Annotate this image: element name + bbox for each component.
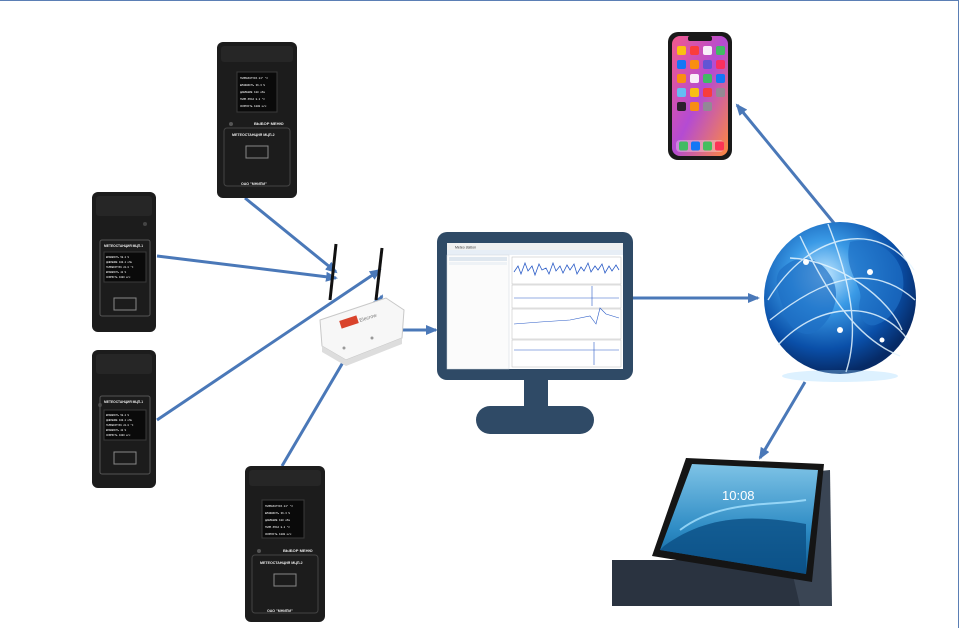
internet-globe-icon [764, 222, 916, 382]
svg-text:МЕТЕОСТАНЦИЯ МЦП-1: МЕТЕОСТАНЦИЯ МЦП-1 [104, 400, 143, 404]
svg-text:Elecrow: Elecrow [359, 313, 378, 324]
svg-text:СКОРОСТЬ 1000 м/с: СКОРОСТЬ 1000 м/с [265, 532, 292, 536]
svg-text:ВЛАЖНОСТЬ 36.3 %: ВЛАЖНОСТЬ 36.3 % [265, 512, 290, 515]
svg-text:ДАВЛЕНИЕ 100.2 кПа: ДАВЛЕНИЕ 100.2 кПа [106, 261, 132, 264]
svg-text:ВЫБОР МЕНЮ: ВЫБОР МЕНЮ [254, 121, 284, 126]
svg-text:ОАО "МНИПИ": ОАО "МНИПИ" [241, 182, 267, 186]
svg-text:Meteo station: Meteo station [455, 246, 476, 250]
svg-text:СКОРОСТЬ 1000 м/с: СКОРОСТЬ 1000 м/с [240, 104, 267, 108]
meteostation-bottom: ТЕМПЕРАТУРА 24° °С ВЛАЖНОСТЬ 36.3 % ДАВЛ… [245, 466, 325, 622]
wifi-router: Elecrow [319, 243, 405, 366]
status-led-icon [229, 122, 233, 126]
svg-text:ДАВЛЕНИЕ 100 кПа: ДАВЛЕНИЕ 100 кПа [265, 519, 290, 522]
meteostation-left2: МЕТЕОСТАНЦИЯ МЦП-1 ВЛАЖНОСТЬ 58.2 % ДАВЛ… [92, 350, 156, 488]
svg-text:ВЛАЖНОСТЬ 42 %: ВЛАЖНОСТЬ 42 % [106, 429, 127, 432]
svg-text:МЕТЕОСТАНЦИЯ МЦП-1: МЕТЕОСТАНЦИЯ МЦП-1 [104, 244, 143, 248]
svg-text:МЕТЕОСТАНЦИЯ МЦП-2: МЕТЕОСТАНЦИЯ МЦП-2 [260, 561, 303, 565]
svg-text:ВЫБОР МЕНЮ: ВЫБОР МЕНЮ [283, 548, 313, 553]
status-led-icon [257, 549, 261, 553]
svg-text:ОАО "МНИПИ": ОАО "МНИПИ" [267, 609, 293, 613]
arrow-globe-to-phone [735, 103, 840, 229]
svg-text:ТЕМПЕРАТУРА 22.0 °С: ТЕМПЕРАТУРА 22.0 °С [106, 424, 134, 427]
antenna-icon [328, 243, 338, 301]
device-screen [103, 409, 147, 441]
desktop-monitor: Meteo station [437, 232, 633, 434]
arrow-left1-device-to-router [156, 254, 338, 282]
antenna-icon [374, 247, 384, 301]
device-screen [236, 71, 278, 113]
svg-text:ВЛАЖНОСТЬ 42 %: ВЛАЖНОСТЬ 42 % [106, 271, 127, 274]
svg-text:СКОРОСТЬ 1000 м/с: СКОРОСТЬ 1000 м/с [106, 434, 131, 437]
svg-text:ДАВЛЕНИЕ 100.2 кПа: ДАВЛЕНИЕ 100.2 кПа [106, 419, 132, 422]
svg-text:СКОРОСТЬ 1000 м/с: СКОРОСТЬ 1000 м/с [106, 276, 131, 279]
svg-text:10:08: 10:08 [722, 488, 755, 503]
svg-text:ТЕМП.РОСА 8.2 °С: ТЕМП.РОСА 8.2 °С [240, 97, 265, 101]
device-screen [103, 251, 147, 283]
svg-text:ВЛАЖНОСТЬ 36.3 %: ВЛАЖНОСТЬ 36.3 % [240, 84, 265, 87]
svg-text:ВЛАЖНОСТЬ 58.2 %: ВЛАЖНОСТЬ 58.2 % [106, 414, 130, 417]
meteostation-left1: МЕТЕОСТАНЦИЯ МЦП-1 ВЛАЖНОСТЬ 58.2 % ДАВЛ… [92, 192, 156, 332]
svg-text:ТЕМПЕРАТУРА 24° °С: ТЕМПЕРАТУРА 24° °С [265, 504, 293, 508]
arrow-globe-to-tablet [758, 381, 807, 460]
device-panel [223, 127, 291, 187]
svg-text:ДАВЛЕНИЕ 100 кПа: ДАВЛЕНИЕ 100 кПа [240, 91, 265, 94]
device-screen [261, 499, 305, 539]
svg-text:ТЕМПЕРАТУРА 22.0 °С: ТЕМПЕРАТУРА 22.0 °С [106, 266, 134, 269]
svg-text:ТЕМП.РОСА 8.2 °С: ТЕМП.РОСА 8.2 °С [265, 525, 290, 529]
svg-text:МЕТЕОСТАНЦИЯ МЦП-2: МЕТЕОСТАНЦИЯ МЦП-2 [232, 133, 275, 137]
app-icons [676, 46, 725, 152]
arrow-top-device-to-router [244, 196, 338, 274]
svg-text:ВЛАЖНОСТЬ 58.2 %: ВЛАЖНОСТЬ 58.2 % [106, 256, 130, 259]
tablet: 10:08 [612, 458, 832, 606]
device-panel [251, 554, 319, 614]
smartphone [668, 32, 732, 160]
svg-text:ТЕМПЕРАТУРА 24° °С: ТЕМПЕРАТУРА 24° °С [240, 76, 268, 80]
meteostation-top: ТЕМПЕРАТУРА 24° °С ВЛАЖНОСТЬ 36.3 % ДАВЛ… [217, 42, 297, 198]
arrow-left2-device-to-router [156, 268, 382, 422]
